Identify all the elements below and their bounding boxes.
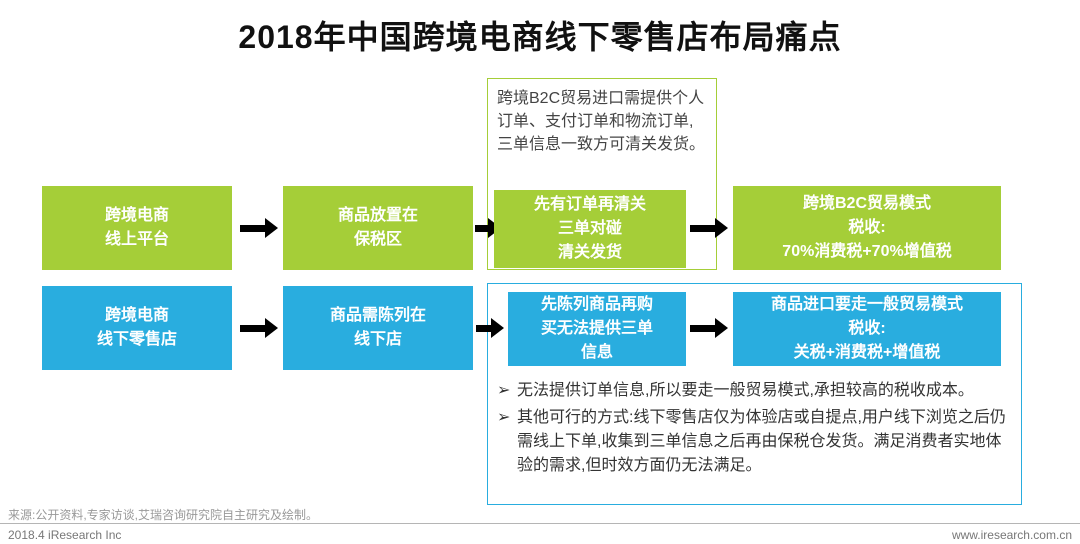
source-note: 来源:公开资料,专家访谈,艾瑞咨询研究院自主研究及绘制。 bbox=[8, 508, 319, 522]
box-goods-displayed-offline: 商品需陈列在 线下店 bbox=[283, 286, 473, 370]
box-general-trade-tax-mode: 商品进口要走一般贸易模式 税收: 关税+消费税+增值税 bbox=[733, 292, 1001, 366]
box-goods-in-bonded-area: 商品放置在 保税区 bbox=[283, 186, 473, 270]
arrow-head bbox=[715, 318, 728, 338]
page-title: 2018年中国跨境电商线下零售店布局痛点 bbox=[238, 19, 842, 55]
bullet-text: 无法提供订单信息,所以要走一般贸易模式,承担较高的税收成本。 bbox=[517, 382, 974, 399]
arrow-shaft bbox=[240, 224, 265, 232]
analysis-bullets: ➢ 无法提供订单信息,所以要走一般贸易模式,承担较高的税收成本。 ➢ 其他可行的… bbox=[497, 379, 1013, 481]
arrow-shaft bbox=[690, 324, 715, 332]
arrow-bullet-icon: ➢ bbox=[497, 409, 511, 426]
arrow-shaft bbox=[475, 224, 488, 232]
flow-arrow bbox=[690, 218, 728, 238]
arrow-shaft bbox=[690, 224, 715, 232]
box-online-platform: 跨境电商 线上平台 bbox=[42, 186, 232, 270]
customs-note-text: 跨境B2C贸易进口需提供个人订单、支付订单和物流订单,三单信息一致方可清关发货。 bbox=[497, 90, 706, 154]
arrow-bullet-icon: ➢ bbox=[497, 382, 511, 399]
analysis-bullet: ➢ 其他可行的方式:线下零售店仅为体验店或自提点,用户线下浏览之后仍需线上下单,… bbox=[497, 406, 1013, 478]
box-order-then-customs: 先有订单再清关 三单对碰 清关发货 bbox=[494, 190, 686, 268]
arrow-shaft bbox=[240, 324, 265, 332]
arrow-head bbox=[265, 218, 278, 238]
flow-arrow bbox=[240, 318, 278, 338]
box-b2c-trade-tax-mode: 跨境B2C贸易模式 税收: 70%消费税+70%增值税 bbox=[733, 186, 1001, 270]
analysis-bullet: ➢ 无法提供订单信息,所以要走一般贸易模式,承担较高的税收成本。 bbox=[497, 379, 1013, 403]
footer-divider bbox=[0, 523, 1080, 524]
box-no-order-info: 先陈列商品再购 买无法提供三单 信息 bbox=[508, 292, 686, 366]
flow-arrow bbox=[690, 318, 728, 338]
box-offline-retail-store: 跨境电商 线下零售店 bbox=[42, 286, 232, 370]
flow-arrow bbox=[240, 218, 278, 238]
arrow-head bbox=[715, 218, 728, 238]
arrow-head bbox=[265, 318, 278, 338]
bullet-text: 其他可行的方式:线下零售店仅为体验店或自提点,用户线下浏览之后仍需线上下单,收集… bbox=[517, 409, 1006, 474]
arrow-head bbox=[491, 318, 504, 338]
flow-arrow bbox=[476, 318, 504, 338]
footer-company: 2018.4 iResearch Inc bbox=[8, 528, 122, 542]
arrow-shaft bbox=[476, 324, 491, 332]
footer-website: www.iresearch.com.cn bbox=[951, 528, 1072, 542]
